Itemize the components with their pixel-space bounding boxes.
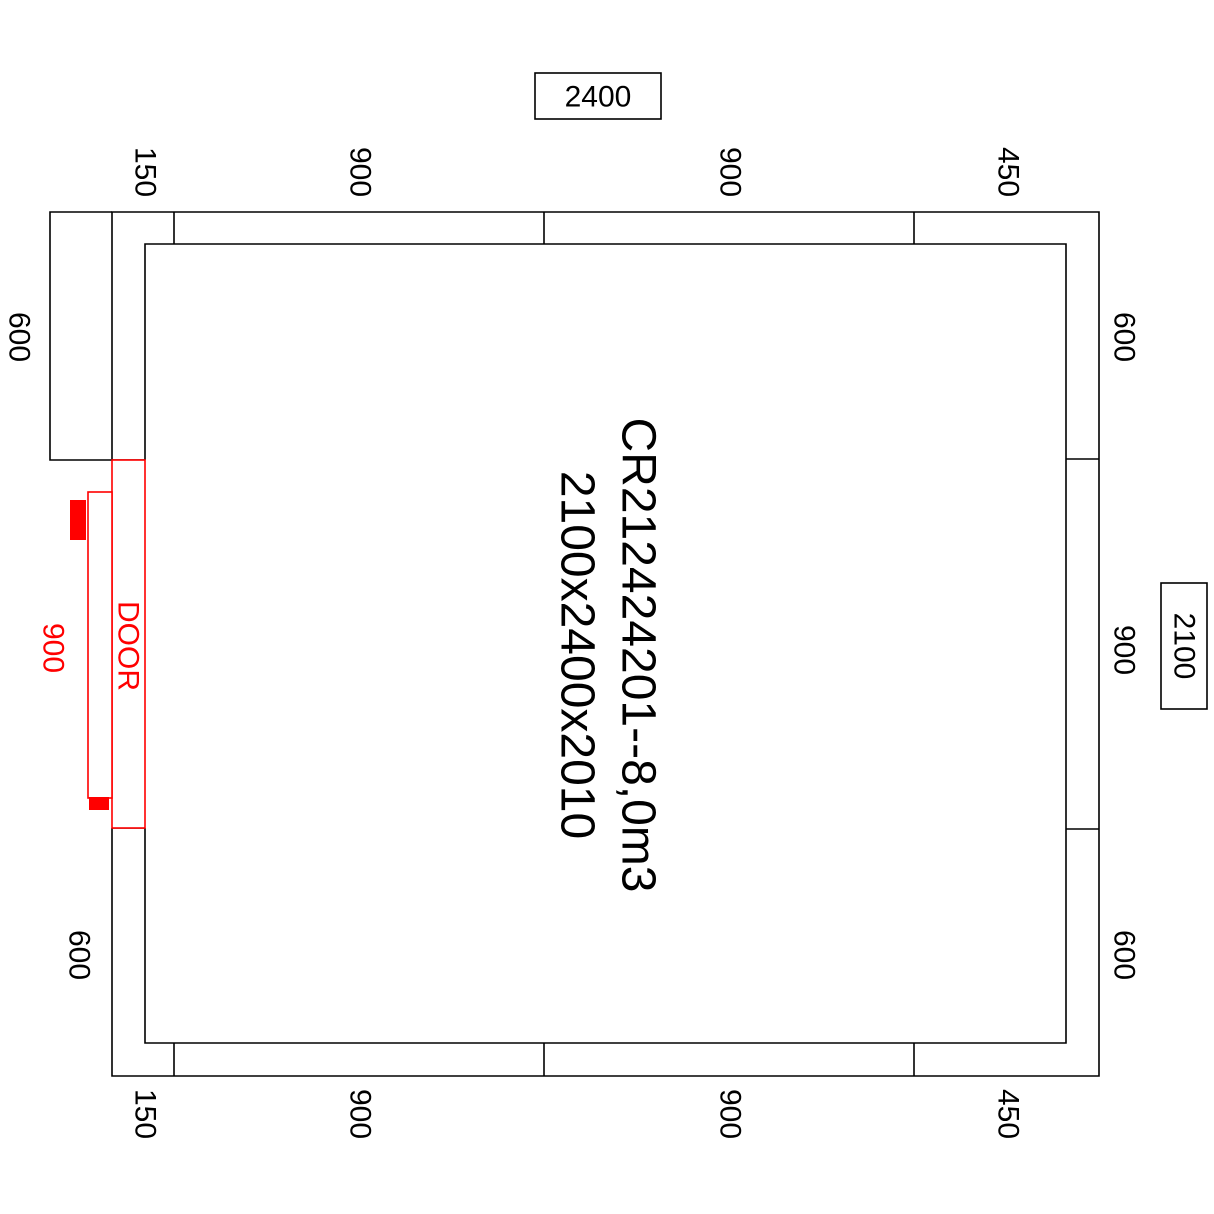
top-dim-2: 900 <box>344 147 377 197</box>
top-dim-4: 450 <box>992 147 1025 197</box>
overall-depth-label: 2100 <box>1168 613 1201 680</box>
room-size-label: 2100x2400x2010 <box>551 471 604 839</box>
door-label: DOOR <box>112 601 145 691</box>
left-upper-panel <box>49 211 112 461</box>
bottom-dim-3: 900 <box>714 1089 747 1139</box>
top-dim-1: 150 <box>129 147 162 197</box>
door-hinge-top <box>70 500 86 540</box>
bottom-dim-2: 900 <box>344 1089 377 1139</box>
bottom-dim-1: 150 <box>129 1089 162 1139</box>
overall-width-box <box>534 72 662 120</box>
bottom-dim-4: 450 <box>992 1089 1025 1139</box>
right-dim-2: 900 <box>1108 625 1141 675</box>
overall-width-label: 2400 <box>565 81 632 114</box>
overall-depth-box <box>1160 582 1208 710</box>
outer-wall <box>111 211 1100 1077</box>
right-dim-3: 600 <box>1108 930 1141 980</box>
right-dim-1: 600 <box>1108 312 1141 362</box>
left-dim-lower: 600 <box>63 930 96 980</box>
inner-wall <box>144 243 1067 1044</box>
top-dim-3: 900 <box>714 147 747 197</box>
left-dim-upper: 600 <box>3 312 36 362</box>
door-hinge-bottom <box>89 797 109 810</box>
door-width-label: 900 <box>37 623 70 673</box>
door-leaf <box>87 491 113 799</box>
room-model-label: CR212424201--8,0m3 <box>612 418 665 893</box>
